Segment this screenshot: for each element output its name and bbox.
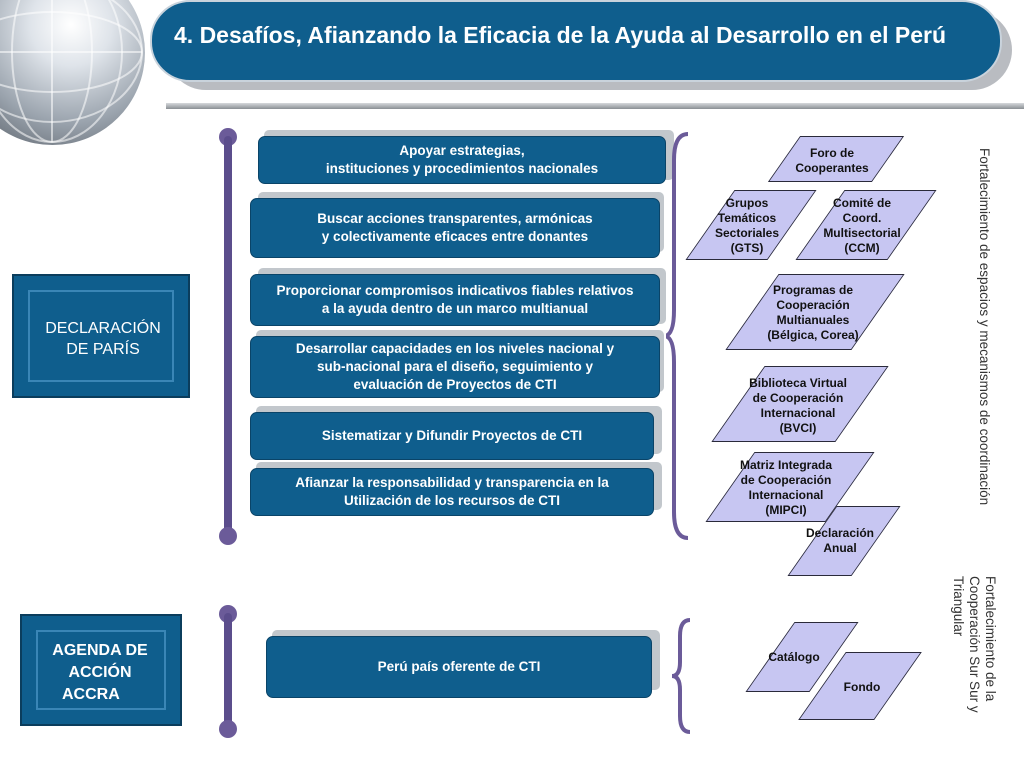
- coordination-vertical-label: Fortalecimiento de espacios y mecanismos…: [977, 148, 992, 506]
- brace-icon: [666, 132, 689, 540]
- action-6-line-2: Utilización de los recursos de CTI: [343, 493, 561, 508]
- accra-line-2: ACCIÓN: [68, 664, 132, 681]
- south-line-2: Cooperación Sur Sur y: [967, 576, 982, 713]
- action-3-line-2: a la ayuda dentro de un marco multianual: [321, 301, 589, 316]
- action-2-line-1: Buscar acciones transparentes, armónicas: [317, 211, 593, 226]
- action-6-line-1: Afianzar la responsabilidad y transparen…: [295, 475, 609, 490]
- brace-icon: [672, 618, 691, 734]
- accra-line-3: ACCRA: [62, 686, 120, 703]
- action-7-line-1: Perú país oferente de CTI: [377, 659, 541, 674]
- box-inner-frame: [28, 290, 174, 382]
- action-box-1: Apoyar estrategias, instituciones y proce…: [258, 136, 666, 184]
- action-box-4: Desarrollar capacidades en los niveles n…: [250, 336, 660, 398]
- accra-agenda-box: AGENDA DE ACCIÓN ACCRA: [20, 614, 182, 726]
- action-1-line-2: instituciones y procedimientos nacionale…: [325, 161, 599, 176]
- action-4-line-2: sub-nacional para el diseño, seguimiento…: [316, 359, 594, 374]
- south-line-1: Fortalecimiento de la: [983, 576, 998, 702]
- action-5-line-1: Sistematizar y Difundir Proyectos de CTI: [321, 428, 583, 443]
- box-inner-frame: [36, 630, 166, 710]
- south-line-3: Triangular: [951, 576, 966, 637]
- action-box-7: Perú país oferente de CTI: [266, 636, 652, 698]
- action-box-5: Sistematizar y Difundir Proyectos de CTI: [250, 412, 654, 460]
- action-box-2: Buscar acciones transparentes, armónicas…: [250, 198, 660, 258]
- header-divider: [166, 103, 1024, 109]
- paris-line-2: DE PARÍS: [66, 341, 140, 358]
- paris-declaration-box: DECLARACIÓN DE PARÍS: [12, 274, 190, 398]
- action-box-3: Proporcionar compromisos indicativos fia…: [250, 274, 660, 326]
- globe-image: [0, 0, 145, 145]
- accra-line-1: AGENDA DE: [52, 642, 148, 659]
- action-1-line-1: Apoyar estrategias,: [399, 143, 525, 158]
- action-3-line-1: Proporcionar compromisos indicativos fia…: [276, 283, 634, 298]
- action-4-line-1: Desarrollar capacidades en los niveles n…: [295, 341, 615, 356]
- action-2-line-2: y colectivamente eficaces entre donantes: [321, 229, 589, 244]
- paris-line-1: DECLARACIÓN: [45, 320, 161, 337]
- action-box-6: Afianzar la responsabilidad y transparen…: [250, 468, 654, 516]
- mechanism-catalogo-label: Catálogo: [768, 650, 820, 664]
- timeline-dot-bottom: [219, 527, 237, 545]
- title-banner: [150, 0, 1002, 82]
- timeline-bar-paris: [224, 136, 232, 538]
- mechanism-fondo-label: Fondo: [843, 680, 881, 694]
- timeline-dot-bottom: [219, 720, 237, 738]
- timeline-bar-accra: [224, 613, 232, 731]
- action-4-line-3: evaluación de Proyectos de CTI: [353, 377, 557, 392]
- page-title: 4. Desafíos, Afianzando la Eficacia de l…: [174, 22, 947, 48]
